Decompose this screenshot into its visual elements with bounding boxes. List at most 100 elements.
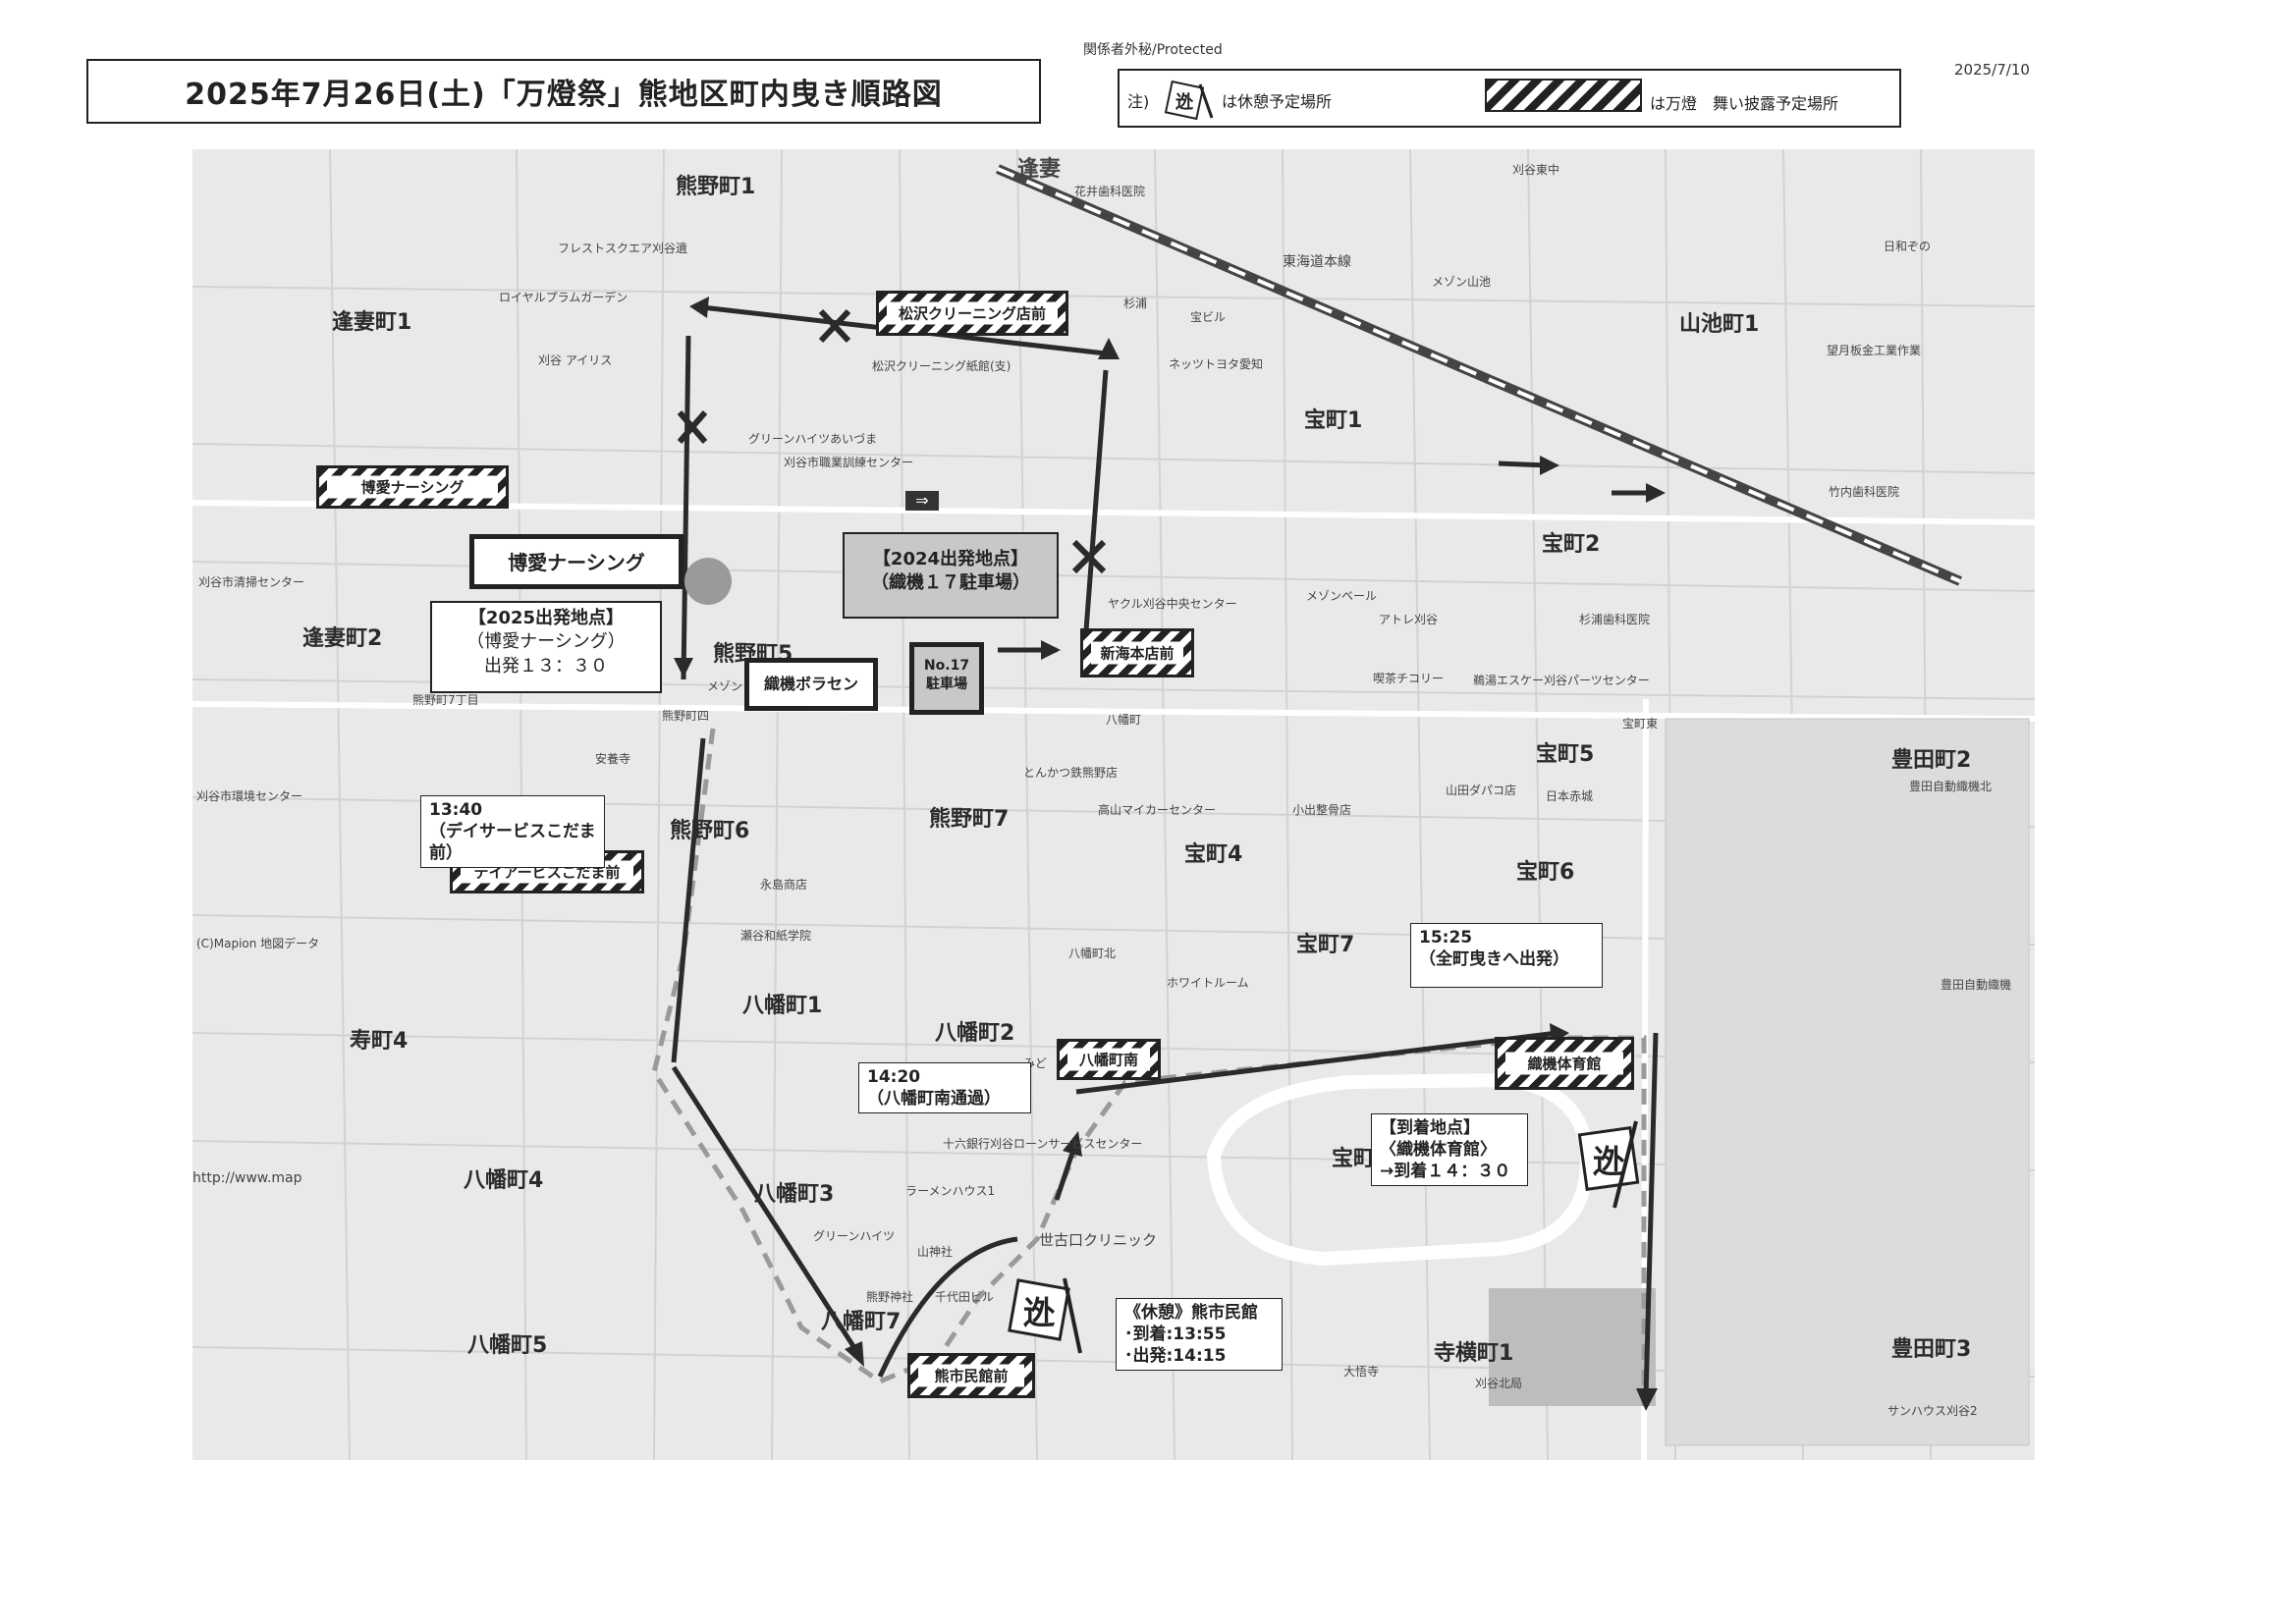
hatch-spot-label: 新海本店前 — [1091, 641, 1183, 665]
hatch-spot-kumashi: 熊市民館前 — [907, 1353, 1035, 1398]
callout-line: ･到着:13:55 — [1124, 1325, 1227, 1345]
callout-line: 14:20 — [867, 1067, 921, 1087]
area-label: 宝町5 — [1536, 742, 1595, 767]
callout-line: ･出発:14:15 — [1124, 1346, 1227, 1367]
poi: メゾン — [707, 679, 743, 693]
poi: 刈谷市環境センター — [196, 789, 303, 803]
poi: 竹内歯科医院 — [1829, 485, 1900, 499]
area-label: 宝町4 — [1184, 842, 1243, 867]
arrow-icon — [1540, 456, 1559, 475]
poi: 永島商店 — [760, 878, 808, 892]
legend-note: 注) — [1127, 92, 1150, 111]
poi: とんかつ鉄熊野店 — [1023, 766, 1119, 780]
poi: 十六銀行刈谷ローンサービスセンター — [943, 1137, 1143, 1151]
cross-icon — [677, 308, 1107, 574]
poi: 八幡町 — [1106, 713, 1142, 727]
hatch-spot-label: 織機体育館 — [1505, 1052, 1623, 1075]
man-lantern-icon: 迯 — [1577, 1120, 1640, 1209]
callout-line: （八幡町南通過） — [867, 1089, 1001, 1110]
svg-text:迯: 迯 — [1175, 91, 1194, 113]
svg-text:迯: 迯 — [1023, 1294, 1056, 1331]
poi: 世古口クリニック — [1039, 1231, 1158, 1249]
poi: 杉浦歯科医院 — [1579, 613, 1651, 626]
hatch-spot-hakuai: 博愛ナーシング — [316, 465, 509, 509]
poi: 松沢クリーニング紙館(支) — [872, 359, 1011, 373]
route-2025 — [671, 303, 1659, 1397]
area-label: 八幡町4 — [464, 1168, 544, 1193]
poi: 花井歯科医院 — [1074, 185, 1146, 198]
poi: 杉浦 — [1123, 297, 1148, 310]
protected-label: 関係者外秘/Protected — [1083, 42, 1223, 58]
poi: 鵜湯エスケー刈谷パーツセンター — [1473, 674, 1650, 687]
hatch-spot-label: 熊市民館前 — [918, 1364, 1024, 1387]
one-way-arrow-icon: ⇒ — [905, 491, 939, 511]
area-label: 八幡町2 — [935, 1021, 1015, 1046]
rest-box: 《休憩》熊市民館 ･到着:13:55 ･出発:14:15 — [1116, 1298, 1283, 1372]
svg-text:迯: 迯 — [1593, 1143, 1625, 1180]
poi: メゾンベール — [1306, 589, 1378, 603]
area-label: 宝町 — [1332, 1147, 1376, 1171]
poi: ラーメンハウス1 — [905, 1184, 996, 1198]
shokki-borasen-box: 織機ボラセン — [744, 658, 878, 711]
callout-1420: 14:20 （八幡町南通過） — [858, 1062, 1031, 1114]
area-label: 八幡町1 — [742, 994, 823, 1018]
poi: 日本赤城 — [1546, 789, 1594, 803]
map[interactable]: 熊野町1 逢妻町1 逢妻町2 山池町1 宝町1 宝町2 宝町4 宝町5 宝町6 … — [192, 149, 2035, 1460]
area-label: 八幡町3 — [754, 1182, 835, 1207]
poi: ネッツトヨタ愛知 — [1169, 357, 1264, 371]
document-date: 2025/7/10 — [1954, 61, 2030, 79]
poi: 豊田自動織機 — [1941, 978, 2012, 992]
poi: ヤクル刈谷中央センター — [1108, 597, 1237, 611]
start-point-marker — [684, 558, 732, 605]
poi: グリーンハイツあいづま — [748, 432, 878, 446]
callout-line: 13:40 — [429, 800, 483, 820]
callout-line: （全町曳きへ出発） — [1419, 949, 1569, 970]
arrow-icon — [674, 658, 693, 677]
poi: 宝町東 — [1622, 717, 1659, 731]
start-2024-box: 【2024出発地点】 （織機１７駐車場） — [843, 532, 1059, 619]
page-title: 2025年7月26日(土)「万燈祭」熊地区町内曳き順路図 — [86, 59, 1041, 124]
poi: 大悟寺 — [1343, 1365, 1380, 1379]
hatch-spot-label: 松沢クリーニング店前 — [887, 301, 1058, 325]
hatch-spot-hachiman-minami: 八幡町南 — [1057, 1039, 1161, 1080]
arrow-icon — [1098, 338, 1120, 359]
poi: グリーンハイツ — [813, 1229, 896, 1243]
arrival-box: 【到着地点】 〈織機体育館〉 →到着１４：３０ — [1371, 1113, 1528, 1187]
hatch-spot-shinkai: 新海本店前 — [1080, 628, 1194, 677]
poi: 刈谷市職業訓練センター — [784, 456, 914, 469]
rail-label: 東海道本線 — [1283, 254, 1351, 270]
area-label: 山池町1 — [1679, 312, 1760, 337]
poi: 山神社 — [917, 1245, 954, 1259]
callout-1340: 13:40 （デイサービスこだま前） — [420, 795, 605, 869]
area-label: 八幡町7 — [821, 1310, 902, 1334]
poi: 熊野町四 — [662, 709, 710, 723]
callout-line: 〈織機体育館〉 — [1380, 1140, 1497, 1161]
man-lantern-icon: 迯 — [1164, 80, 1214, 120]
area-label: 豊田町2 — [1891, 748, 1972, 773]
poi: 瀬谷和紙学院 — [740, 929, 812, 943]
legend-hatch-sample — [1485, 79, 1642, 112]
start-2024-line: （織機１７駐車場） — [871, 572, 1030, 594]
station-label: 逢妻 — [1017, 157, 1062, 182]
area-label: 宝町7 — [1296, 933, 1355, 957]
poi: 八幡町北 — [1068, 947, 1117, 960]
area-label: 熊野町7 — [929, 807, 1010, 832]
start-2025-line: （博愛ナーシング） — [466, 631, 626, 653]
arrow-icon — [845, 1341, 864, 1367]
poi: 千代田ビル — [935, 1290, 995, 1304]
hakuai-nursing-box: 博愛ナーシング — [469, 534, 683, 589]
area-label: 八幡町5 — [467, 1333, 548, 1358]
map-url: http://www.map — [192, 1170, 302, 1186]
area-label: 熊野町1 — [676, 175, 756, 199]
arrow-icon — [689, 297, 709, 318]
poi: 熊野神社 — [866, 1290, 914, 1304]
poi: 熊野町7丁目 — [412, 693, 479, 707]
poi: 喫茶チコリー — [1373, 672, 1445, 685]
poi: 山田ダパコ店 — [1446, 784, 1517, 797]
poi: 望月板金工業作業 — [1827, 344, 1922, 357]
poi: 刈谷北局 — [1475, 1377, 1523, 1390]
arrow-icon — [1646, 483, 1666, 503]
map-copyright: (C)Mapion 地図データ — [196, 937, 320, 950]
area-label: 寿町4 — [350, 1029, 409, 1054]
poi: メゾン山池 — [1432, 275, 1492, 289]
